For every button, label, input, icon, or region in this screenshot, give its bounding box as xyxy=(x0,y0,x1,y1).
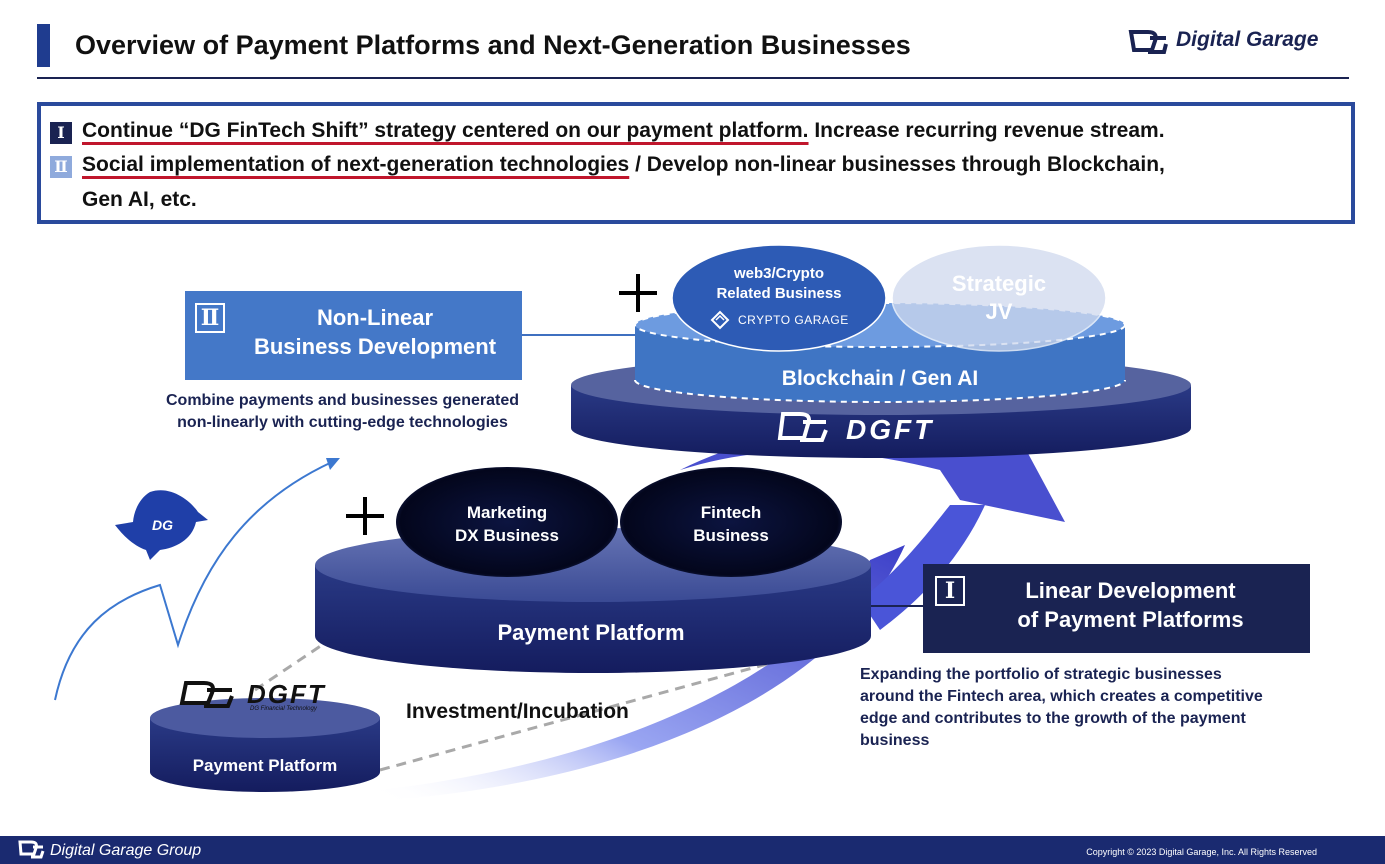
linear-desc-4: business xyxy=(860,732,930,749)
small-dgft-logo-icon xyxy=(179,681,234,708)
footer: Digital Garage Group Copyright © 2023 Di… xyxy=(0,836,1385,864)
nonlinear-desc-1: Combine payments and businesses generate… xyxy=(166,392,519,409)
strategy-box: Ⅰ Continue “DG FinTech Shift” strategy c… xyxy=(37,102,1355,224)
nonlinear-box: Ⅱ Non-Linear Business Development xyxy=(185,291,522,380)
footer-dg-logo-icon xyxy=(18,840,45,859)
web3-label: web3/Crypto Related Business xyxy=(690,264,868,304)
nonlinear-desc-2: non-linearly with cutting-edge technolog… xyxy=(177,414,508,431)
page-title: Overview of Payment Platforms and Next-G… xyxy=(75,30,911,60)
strategy-line-1: Continue “DG FinTech Shift” strategy cen… xyxy=(82,119,1165,143)
strategy-rest-1: Increase recurring revenue stream. xyxy=(808,119,1165,142)
title-accent-bar xyxy=(37,24,50,67)
fintech-label: Fintech Business xyxy=(644,501,818,547)
small-platform-cylinder xyxy=(150,718,380,792)
payment-platform-label: Payment Platform xyxy=(497,620,685,645)
linear-title-2: of Payment Platforms xyxy=(1017,607,1244,632)
dgft-logo-icon xyxy=(777,412,828,442)
penguin-icon: DG xyxy=(115,490,208,560)
strategic-jv-circle xyxy=(891,244,1107,352)
plus-icon-middle xyxy=(346,497,384,535)
nonlinear-description: Combine payments and businesses generate… xyxy=(120,390,565,434)
fintech-line-2: Business xyxy=(693,526,769,545)
growth-curve-arrowhead xyxy=(326,458,340,470)
dashed-connector-top xyxy=(254,643,323,692)
jv-line-1: Strategic xyxy=(951,271,1047,296)
strategy-numeral-2: Ⅱ xyxy=(50,156,72,178)
jv-line-2: JV xyxy=(985,299,1013,324)
nonlinear-title-1: Non-Linear xyxy=(316,305,434,330)
dashed-connector-bottom xyxy=(379,653,801,772)
linear-box: Ⅰ Linear Development of Payment Platform… xyxy=(923,564,1310,653)
strategy-line-2-cont: Gen AI, etc. xyxy=(82,188,197,211)
marketing-line-1: Marketing xyxy=(466,503,548,522)
web3-line-2: Related Business xyxy=(716,285,842,302)
small-dgft-sub: DG Financial Technology xyxy=(250,706,317,712)
growth-curve-line xyxy=(54,461,333,701)
plus-middle-text: + xyxy=(0,0,1,1)
footer-group-name: Digital Garage Group xyxy=(50,842,202,859)
nonlinear-numeral: Ⅱ xyxy=(195,303,225,333)
web3-circle xyxy=(671,244,887,352)
svg-text:DG: DG xyxy=(152,517,173,533)
marketing-line-2: DX Business xyxy=(455,526,559,545)
strategy-rest-2: / Develop non-linear businesses through … xyxy=(629,153,1165,176)
web3-line-1: web3/Crypto xyxy=(733,265,824,282)
investment-label: Investment/Incubation xyxy=(406,700,629,723)
linear-desc-1: Expanding the portfolio of strategic bus… xyxy=(860,666,1222,683)
linear-numeral: Ⅰ xyxy=(935,576,965,606)
fintech-circle xyxy=(620,467,842,577)
nonlinear-title: Non-Linear Business Development xyxy=(225,303,525,361)
brand-name: Digital Garage xyxy=(1176,28,1319,51)
fintech-line-1: Fintech xyxy=(700,503,762,522)
crypto-garage-logo-icon xyxy=(710,310,730,330)
linear-title: Linear Development of Payment Platforms xyxy=(963,576,1298,634)
growth-arrow xyxy=(380,545,905,800)
dg-logo-icon xyxy=(1128,30,1168,54)
dgft-label: DGFT xyxy=(846,414,935,445)
strategy-highlight-1: Continue “DG FinTech Shift” strategy cen… xyxy=(82,119,809,142)
growth-arrow-body xyxy=(860,505,985,630)
marketing-dx-circle xyxy=(396,467,618,577)
small-dgft-label: DGFT xyxy=(247,679,326,709)
strategy-line-2: Social implementation of next-generation… xyxy=(82,153,1165,177)
nonlinear-title-2: Business Development xyxy=(253,334,497,359)
footer-copyright: Copyright © 2023 Digital Garage, Inc. Al… xyxy=(1086,847,1317,857)
linear-title-1: Linear Development xyxy=(1025,578,1236,603)
plus-icon-top xyxy=(619,274,657,312)
header-divider xyxy=(37,77,1349,79)
linear-desc-3: edge and contributes to the growth of th… xyxy=(860,710,1246,727)
crypto-garage-label: CRYPTO GARAGE xyxy=(738,313,849,327)
marketing-dx-label: Marketing DX Business xyxy=(420,501,594,547)
small-payment-platform-label: Payment Platform xyxy=(192,756,338,775)
blockchain-label: Blockchain / Gen AI xyxy=(781,367,979,390)
linear-description: Expanding the portfolio of strategic bus… xyxy=(860,664,1340,752)
brand-logo: Digital Garage xyxy=(1128,26,1358,58)
strategic-jv-label: Strategic JV xyxy=(910,270,1088,326)
linear-desc-2: around the Fintech area, which creates a… xyxy=(860,688,1263,705)
strategy-highlight-2: Social implementation of next-generation… xyxy=(82,153,630,176)
strategy-numeral-1: Ⅰ xyxy=(50,122,72,144)
